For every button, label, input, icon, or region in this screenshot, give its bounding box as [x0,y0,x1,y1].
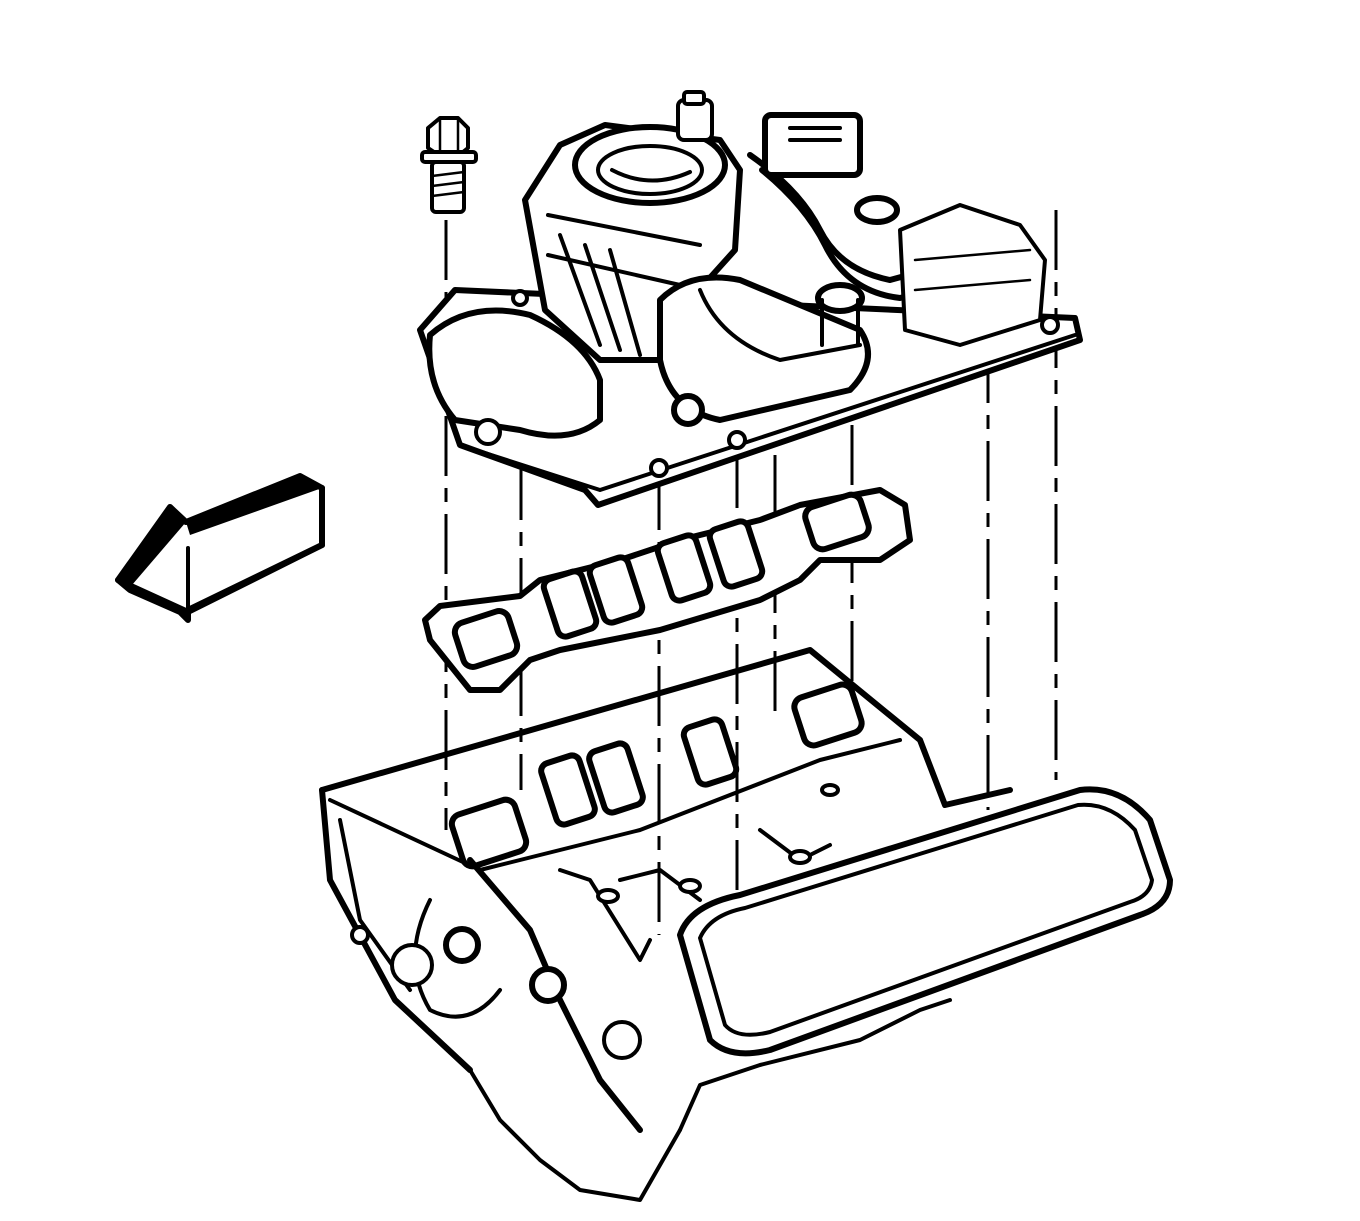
intake-gasket-icon [422,487,913,693]
valley-cover-gasket-icon [677,786,1173,1057]
bolt-icon [420,116,478,214]
engine-block-icon [319,647,1013,1202]
intake-manifold-icon [417,90,1083,508]
front-direction-arrow-icon [115,473,325,623]
